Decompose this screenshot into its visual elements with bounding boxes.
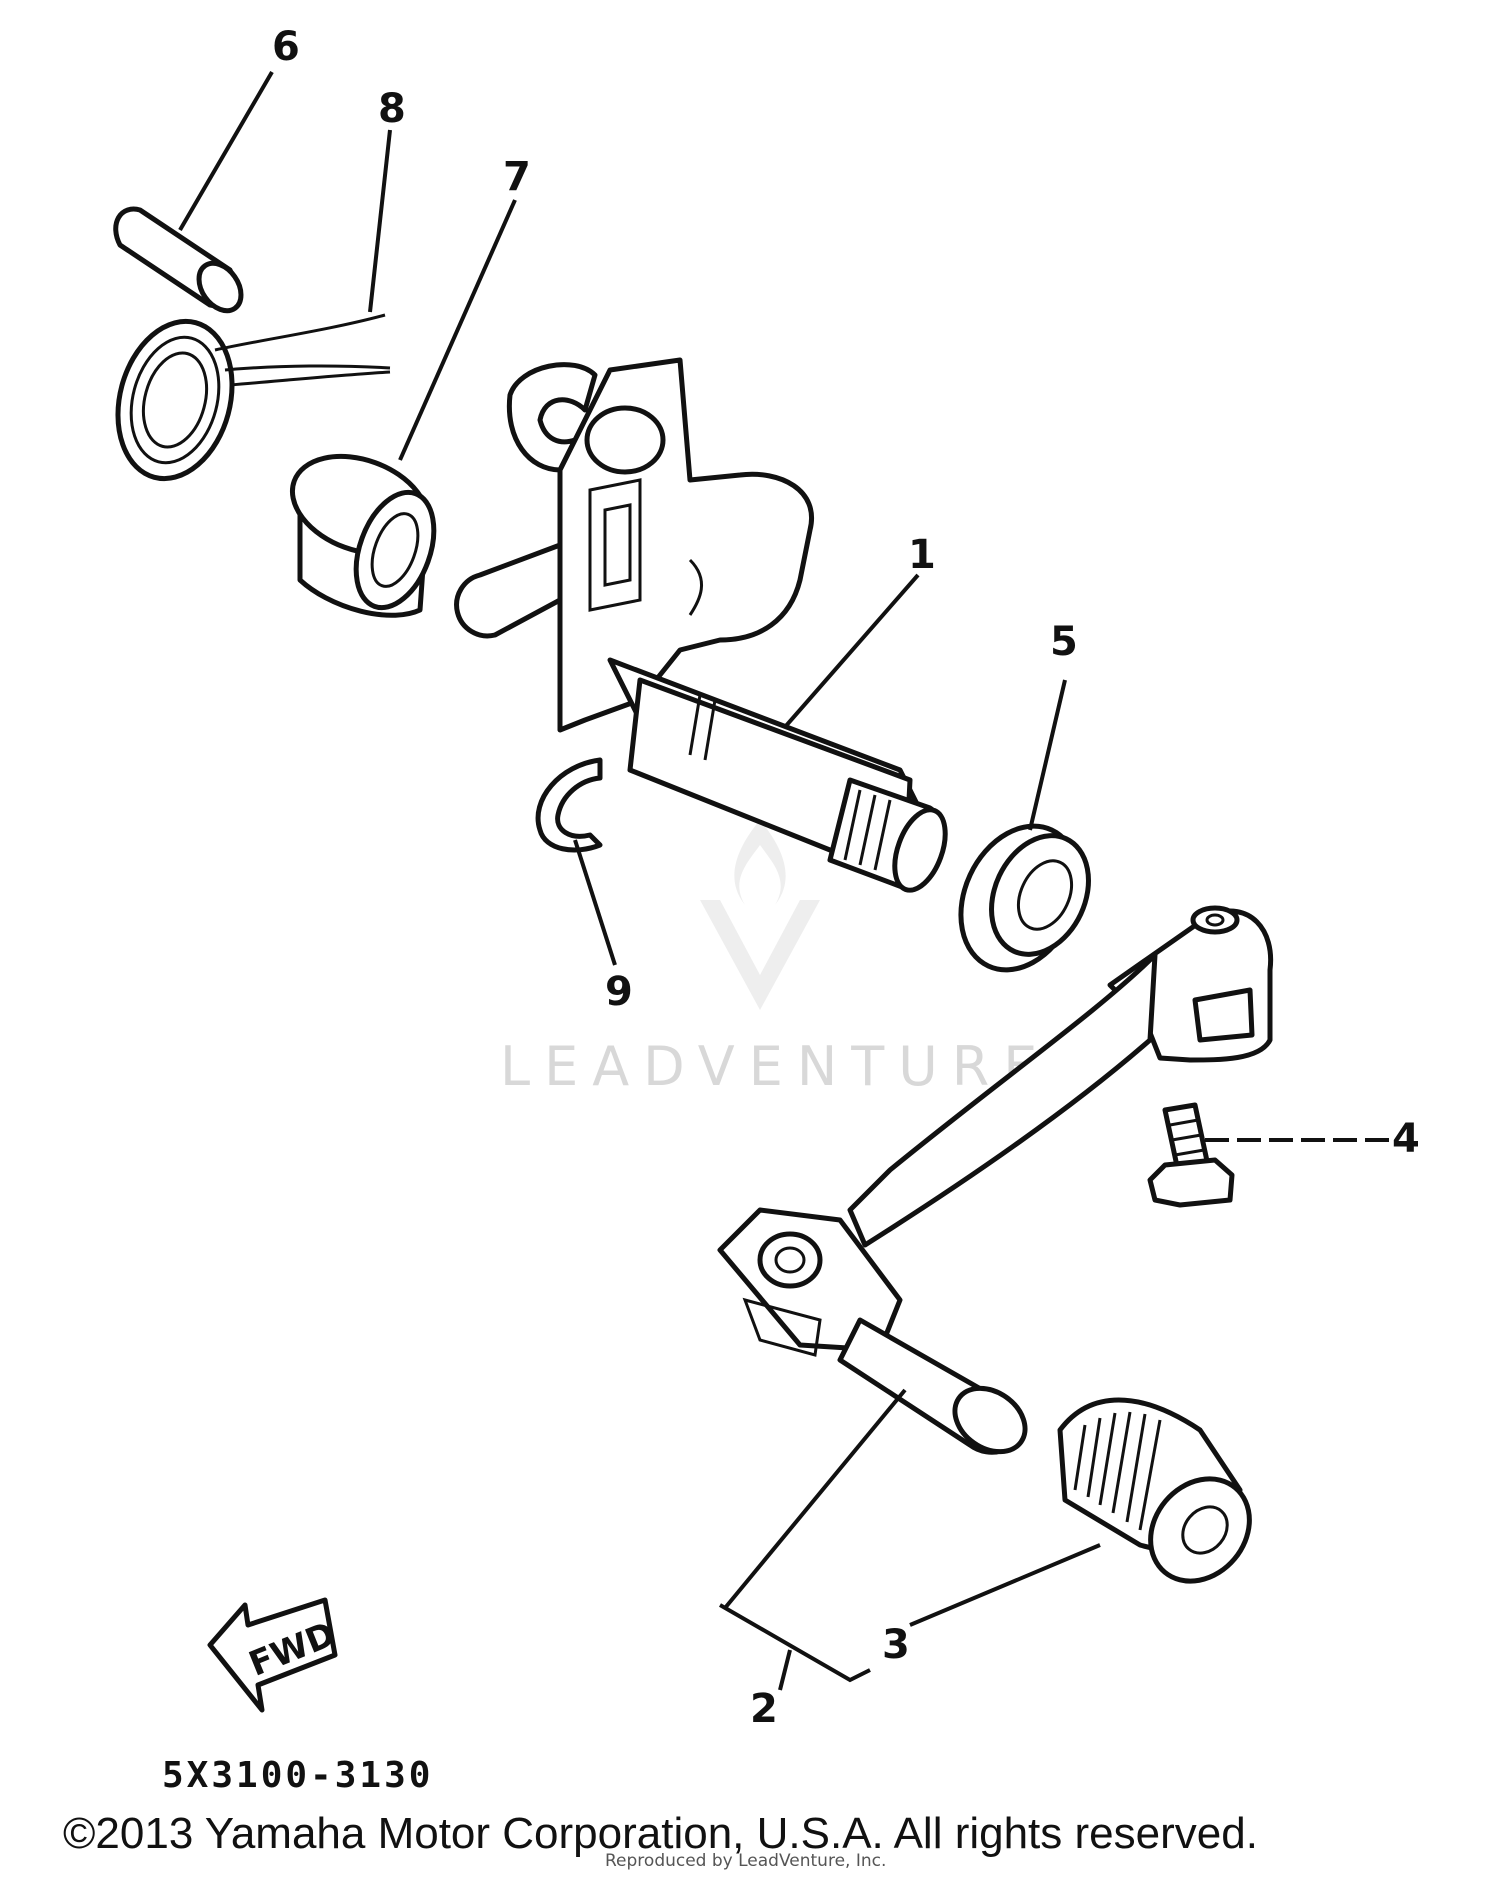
callout-5: 5: [1050, 619, 1078, 665]
callout-9: 9: [605, 969, 633, 1015]
watermark-brand: LEADVENTURE: [500, 1035, 1051, 1098]
part-3-pedal-rubber: [1057, 1397, 1252, 1584]
watermark-logo-icon: [700, 820, 820, 1010]
part-2-shift-pedal: [717, 905, 1274, 1455]
callout-7: 7: [503, 154, 531, 200]
copyright-notice: ©2013 Yamaha Motor Corporation, U.S.A. A…: [63, 1809, 1258, 1858]
part-8-spring: [115, 313, 391, 482]
part-7-collar: [289, 453, 437, 618]
callout-6: 6: [272, 24, 300, 70]
callout-8: 8: [378, 86, 406, 132]
part-9-circlip: [535, 757, 603, 853]
watermark: LEADVENTURE Reproduced by LeadVenture, I…: [500, 820, 1051, 1871]
part-4-bolt: [1147, 1102, 1235, 1208]
part-1-shift-shaft: [454, 357, 948, 893]
callout-3: 3: [882, 1622, 910, 1668]
leader-lines: [178, 70, 1390, 1691]
part-5-oil-seal: [958, 823, 1091, 973]
callout-1: 1: [908, 532, 936, 578]
part-6-pin: [113, 206, 244, 314]
callout-4: 4: [1392, 1116, 1420, 1162]
diagram-code: 5X3100-3130: [162, 1755, 433, 1796]
callouts: 6 8 7 1 5 9 4 3 2: [272, 24, 1420, 1732]
watermark-credit: Reproduced by LeadVenture, Inc.: [605, 1851, 886, 1871]
callout-2: 2: [750, 1686, 778, 1732]
fwd-arrow-icon: FWD: [207, 1597, 341, 1713]
